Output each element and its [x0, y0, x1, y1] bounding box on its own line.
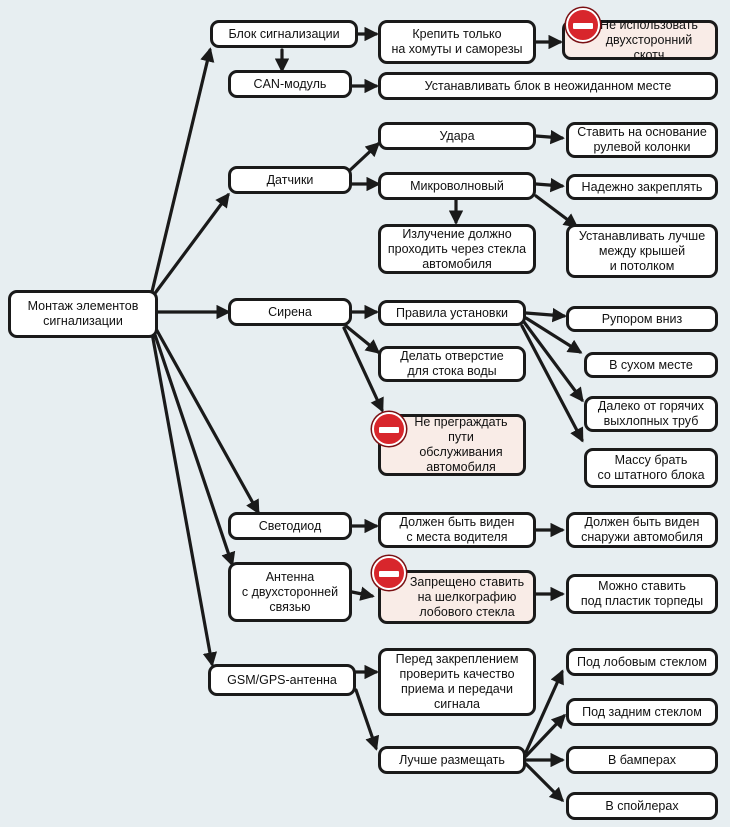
- connector-arrow: [148, 316, 260, 515]
- alarm-unit-mount-node: Крепить только на хомуты и саморезы: [378, 20, 536, 64]
- stop-sign-icon: [372, 412, 406, 446]
- root-node: Монтаж элементов сигнализации: [8, 290, 158, 338]
- gsm-best-place-node: Лучше размещать: [378, 746, 526, 774]
- connector-arrow: [520, 324, 584, 443]
- can-module-node: CAN-модуль: [228, 70, 352, 98]
- connector-arrow: [524, 713, 566, 758]
- microwave-roof-node: Устанавливать лучше между крышей и потол…: [566, 224, 718, 278]
- sensors-node: Датчики: [228, 166, 352, 194]
- siren-hot-pipes-node: Далеко от горячих выхлопных труб: [584, 396, 718, 432]
- connector-arrow: [534, 194, 579, 228]
- connector-arrow: [524, 316, 583, 354]
- siren-node: Сирена: [228, 298, 352, 326]
- connector-arrow: [524, 669, 564, 754]
- siren-horn-down-node: Рупором вниз: [566, 306, 718, 332]
- alarm-unit-node: Блок сигнализации: [210, 20, 358, 48]
- siren-ground-node: Массу брать со штатного блока: [584, 448, 718, 488]
- stop-sign-icon: [372, 556, 406, 590]
- can-module-place-node: Устанавливать блок в неожиданном месте: [378, 72, 718, 100]
- connector-arrow: [346, 142, 381, 174]
- antenna-torpedo-node: Можно ставить под пластик торпеды: [566, 574, 718, 614]
- shock-sensor-place-node: Ставить на основание рулевой колонки: [566, 122, 718, 158]
- connector-arrow: [342, 326, 384, 413]
- connector-arrow: [148, 47, 215, 302]
- siren-service-node: Не преграждать пути обслуживания автомоб…: [378, 414, 526, 476]
- led-outside-visible-node: Должен быть виден снаружи автомобиля: [566, 512, 718, 548]
- connector-arrow: [522, 320, 584, 403]
- gsm-bumpers-node: В бамперах: [566, 746, 718, 774]
- led-node: Светодиод: [228, 512, 352, 540]
- connector-arrow: [534, 177, 565, 193]
- two-way-antenna-node: Антенна с двухсторонней связью: [228, 562, 352, 622]
- connector-arrow: [148, 318, 236, 567]
- connector-arrow: [524, 762, 565, 803]
- connector-arrow: [524, 307, 567, 323]
- gsm-rear-glass-node: Под задним стеклом: [566, 698, 718, 726]
- connector-arrow: [148, 192, 230, 302]
- connector-arrow: [148, 320, 218, 667]
- siren-drain-hole-node: Делать отверстие для стока воды: [378, 346, 526, 382]
- microwave-glass-node: Излучение должно проходить через стекла …: [378, 224, 536, 274]
- microwave-fix-node: Надежно закреплять: [566, 174, 718, 200]
- shock-sensor-node: Удара: [378, 122, 536, 150]
- siren-dry-place-node: В сухом месте: [584, 352, 718, 378]
- gsm-check-signal-node: Перед закреплением проверить качество пр…: [378, 648, 536, 716]
- connector-arrow: [350, 586, 375, 601]
- siren-rules-node: Правила установки: [378, 300, 526, 326]
- stop-sign-icon: [566, 8, 600, 42]
- connector-arrow: [344, 324, 381, 354]
- microwave-sensor-node: Микроволновый: [378, 172, 536, 200]
- connector-arrow: [354, 688, 380, 751]
- connector-arrow: [534, 129, 565, 145]
- gsm-gps-antenna-node: GSM/GPS-антенна: [208, 664, 356, 696]
- led-driver-visible-node: Должен быть виден с места водителя: [378, 512, 536, 548]
- gsm-spoilers-node: В спойлерах: [566, 792, 718, 820]
- gsm-front-glass-node: Под лобовым стеклом: [566, 648, 718, 676]
